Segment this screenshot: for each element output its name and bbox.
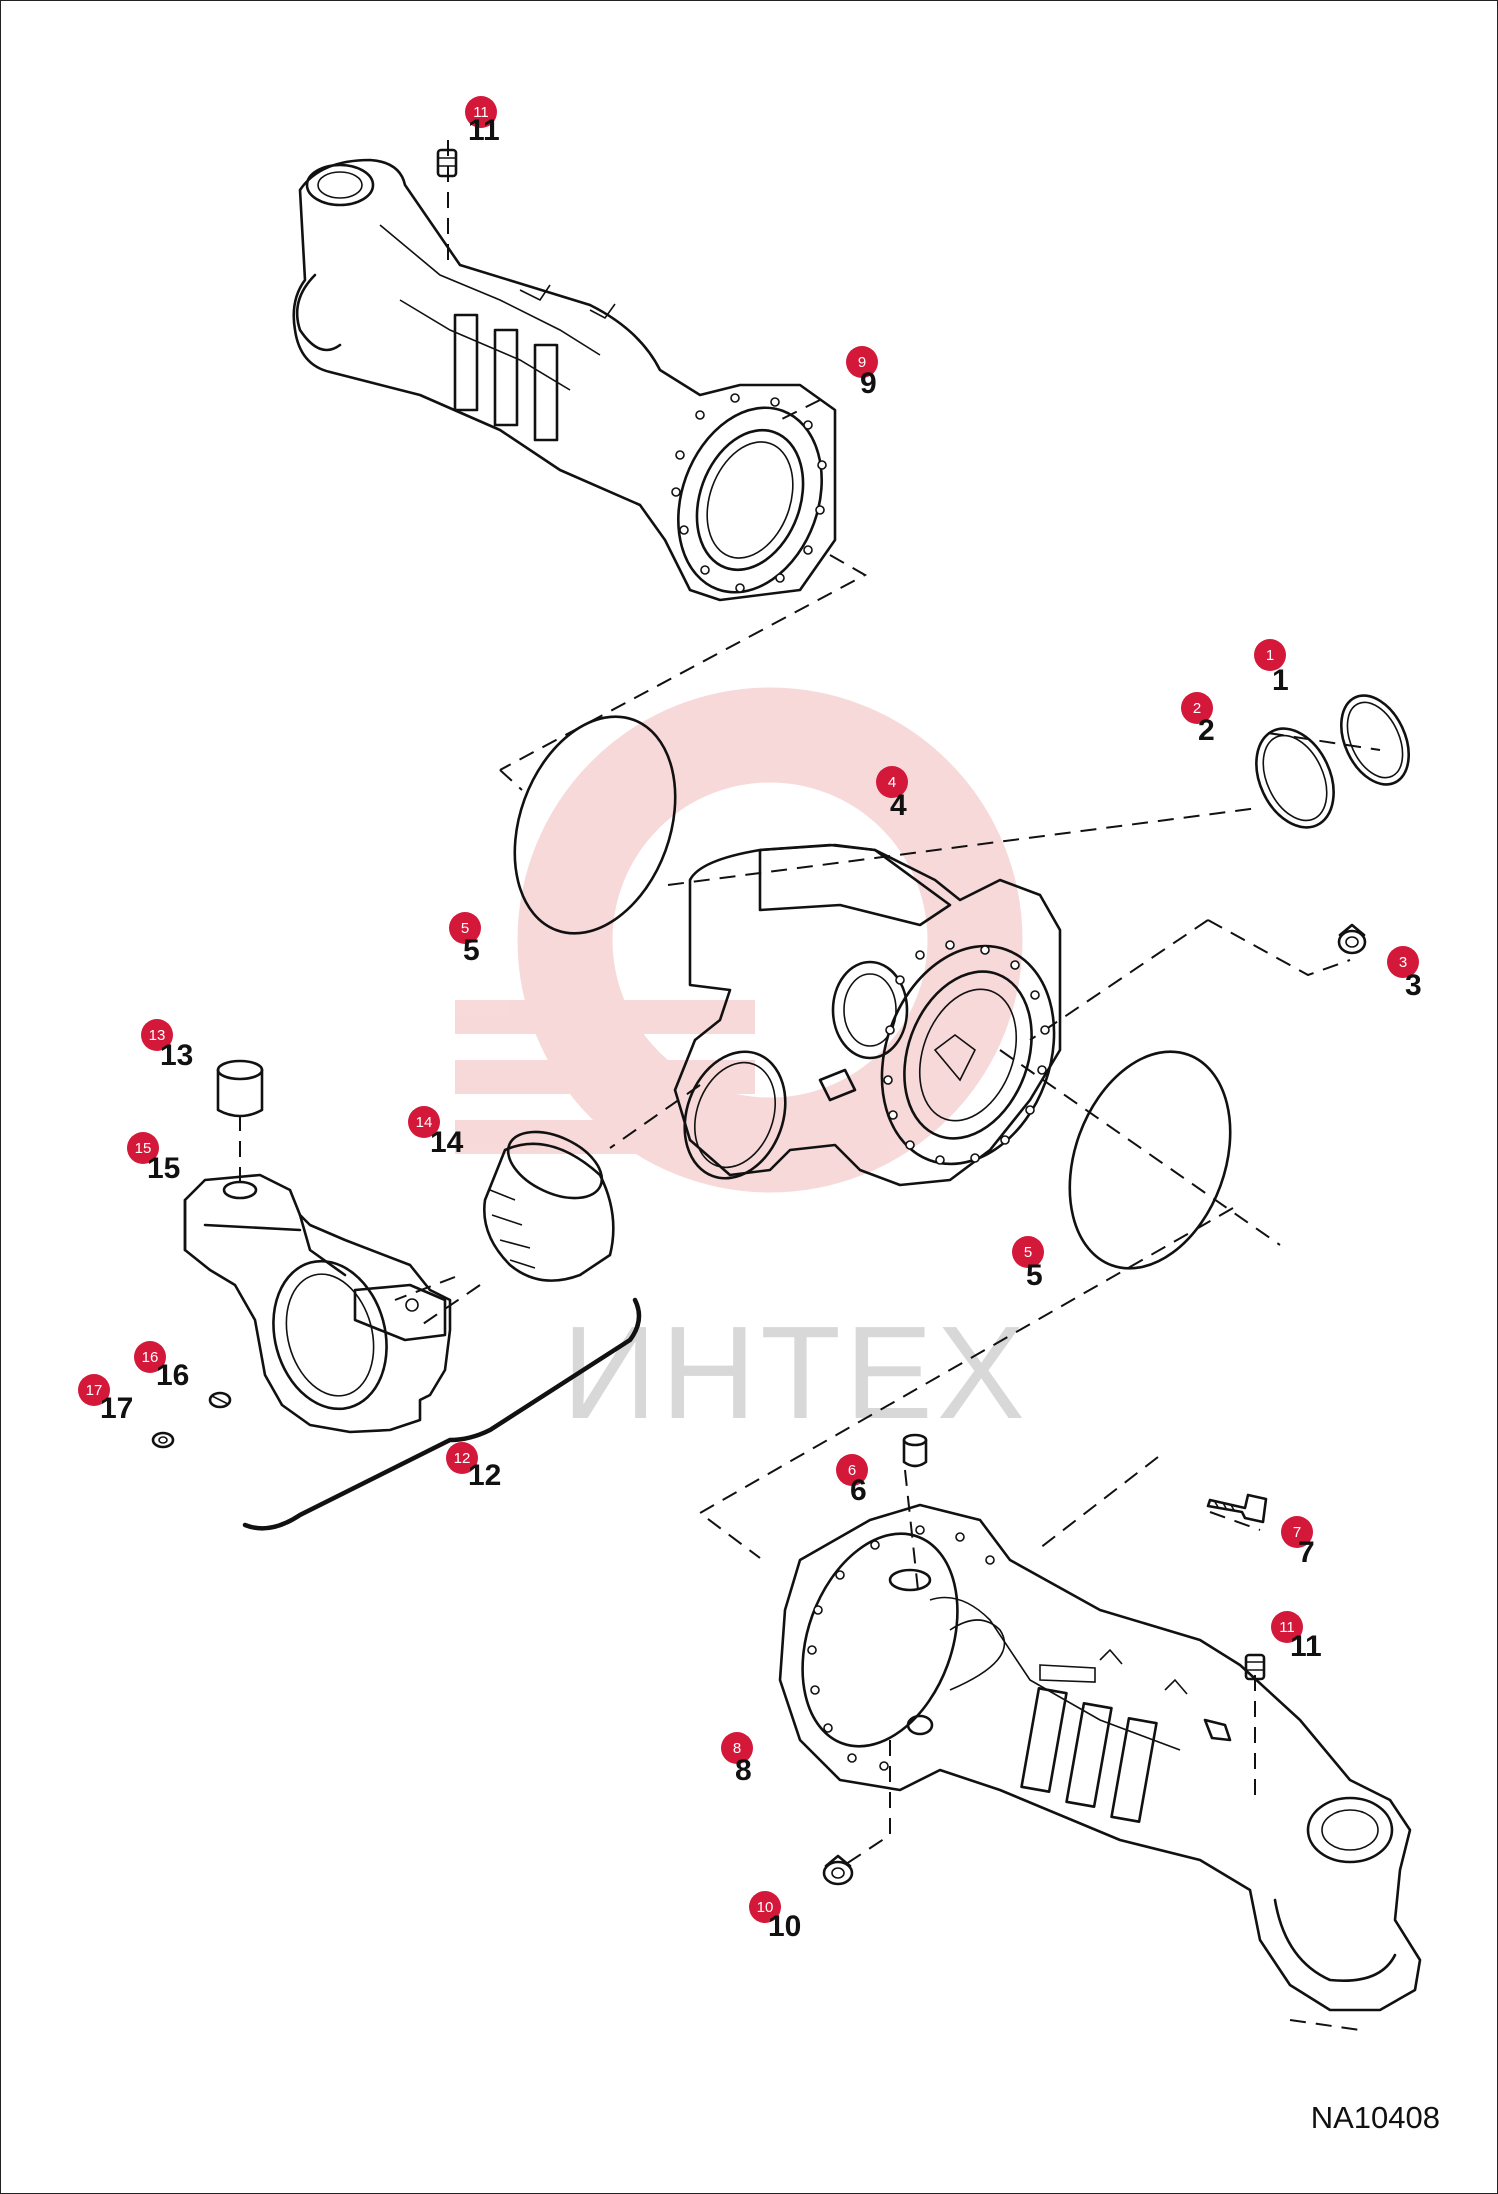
bearing-sleeve [483, 1130, 615, 1282]
washer-small [151, 1431, 175, 1449]
wire-cable [242, 1297, 642, 1531]
svg-text:11: 11 [1290, 1630, 1322, 1663]
gear-logo-icon [455, 687, 1023, 1193]
callout-9: 9 9 [846, 346, 878, 400]
leader-lines [239, 140, 1381, 2031]
svg-text:13: 13 [149, 1027, 166, 1044]
svg-text:16: 16 [142, 1349, 159, 1366]
callout-4: 4 4 [876, 766, 908, 822]
svg-text:8: 8 [735, 1754, 752, 1787]
callout-17: 17 17 [78, 1374, 133, 1425]
center-housing [673, 843, 1062, 1187]
drawing-code: NA10408 [1310, 2100, 1440, 2135]
seal-ring [1255, 727, 1335, 829]
svg-text:3: 3 [1399, 954, 1407, 971]
svg-text:3: 3 [1405, 969, 1422, 1002]
callout-8: 8 8 [721, 1732, 753, 1787]
breather-fitting [902, 1433, 928, 1468]
callout-13: 13 13 [141, 1019, 193, 1072]
o-ring-upper [513, 715, 677, 935]
svg-text:5: 5 [1026, 1259, 1043, 1292]
svg-text:17: 17 [100, 1392, 133, 1425]
callout-11-top: 11 11 [465, 96, 500, 147]
grease-fitting [208, 1391, 232, 1409]
callout-10: 10 10 [749, 1891, 801, 1943]
callout-7: 7 7 [1281, 1516, 1315, 1569]
callout-6: 6 6 [836, 1454, 868, 1507]
svg-text:10: 10 [768, 1910, 801, 1943]
svg-text:14: 14 [416, 1114, 433, 1131]
bolt [1206, 1493, 1268, 1524]
svg-text:16: 16 [156, 1359, 189, 1392]
svg-text:14: 14 [430, 1126, 464, 1159]
svg-text:8: 8 [733, 1740, 741, 1757]
callout-12: 12 12 [446, 1442, 501, 1492]
svg-text:15: 15 [135, 1140, 152, 1157]
svg-text:7: 7 [1293, 1524, 1301, 1541]
svg-text:5: 5 [461, 920, 469, 937]
callout-2: 2 2 [1181, 692, 1215, 747]
svg-text:2: 2 [1193, 700, 1201, 717]
svg-text:15: 15 [147, 1152, 180, 1185]
svg-text:6: 6 [850, 1474, 867, 1507]
set-screw-top [436, 148, 458, 178]
svg-text:4: 4 [890, 789, 907, 822]
watermark-text: ИНТЕХ [562, 1299, 1029, 1446]
svg-text:13: 13 [160, 1039, 193, 1072]
svg-text:2: 2 [1198, 714, 1215, 747]
svg-text:1: 1 [1266, 647, 1274, 664]
callout-11-bottom: 11 11 [1271, 1611, 1322, 1663]
svg-text:6: 6 [848, 1462, 856, 1479]
svg-text:11: 11 [1279, 1619, 1295, 1636]
callout-5-upper: 5 5 [449, 912, 481, 967]
callout-5-lower: 5 5 [1012, 1236, 1044, 1292]
svg-text:11: 11 [473, 104, 489, 121]
svg-text:9: 9 [860, 367, 877, 400]
callout-1: 1 1 [1254, 639, 1289, 697]
fill-plug [822, 1854, 854, 1886]
svg-text:1: 1 [1272, 664, 1289, 697]
callout-3: 3 3 [1387, 946, 1422, 1002]
o-ring-lower [1068, 1050, 1232, 1270]
svg-text:10: 10 [757, 1899, 774, 1916]
svg-text:4: 4 [888, 774, 896, 791]
bushing [216, 1059, 264, 1118]
callout-16: 16 16 [134, 1341, 189, 1392]
svg-text:12: 12 [454, 1450, 471, 1467]
svg-text:5: 5 [1024, 1244, 1032, 1261]
svg-text:17: 17 [86, 1382, 103, 1399]
callout-15: 15 15 [127, 1132, 180, 1185]
svg-text:12: 12 [468, 1459, 501, 1492]
callouts: 11 11 9 9 1 1 2 2 4 4 [78, 96, 1422, 1943]
svg-text:7: 7 [1298, 1536, 1315, 1569]
axle-housing-lower [778, 1503, 1422, 2012]
axle-housing-upper [292, 158, 837, 602]
svg-text:9: 9 [858, 354, 866, 371]
knuckle-bracket [183, 1173, 452, 1434]
drain-plug [1337, 923, 1367, 955]
snap-ring [1340, 694, 1410, 786]
svg-text:11: 11 [468, 114, 500, 147]
svg-text:5: 5 [463, 934, 480, 967]
callout-14: 14 14 [408, 1106, 464, 1159]
